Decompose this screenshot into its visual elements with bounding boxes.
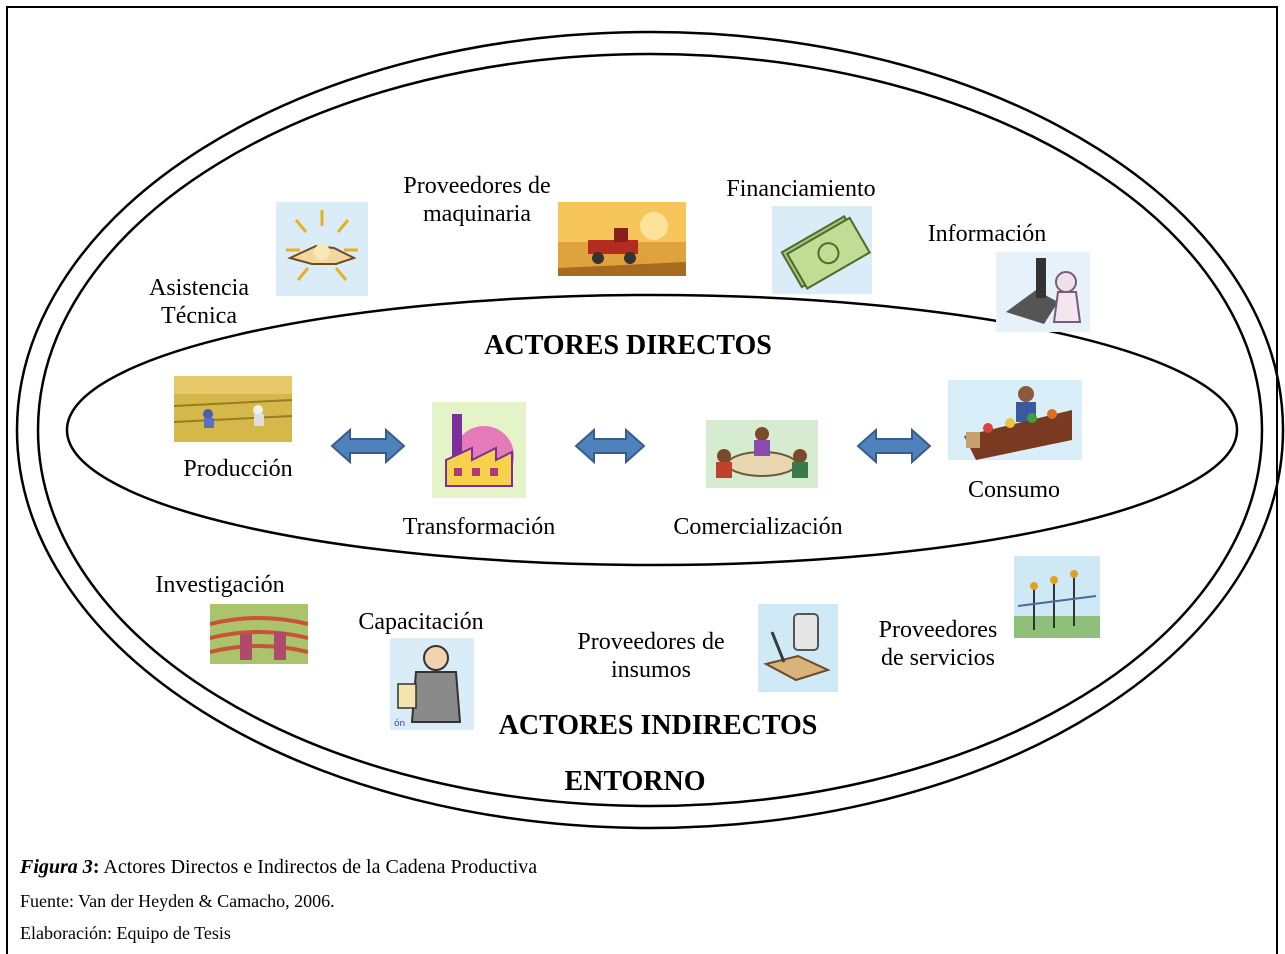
figure-caption: Figura 3: Actores Directos e Indirectos … (20, 855, 537, 879)
label-asistencia-tecnica: Asistencia Técnica (149, 275, 249, 329)
double-arrow-comercializacion-consumo (856, 427, 932, 465)
figure-source: Fuente: Van der Heyden & Camacho, 2006. (20, 891, 335, 911)
label-financiamiento: Financiamiento (726, 176, 876, 202)
figure-elaboration: Elaboración: Equipo de Tesis (20, 923, 231, 943)
double-arrow-produccion-transformacion (330, 427, 406, 465)
label-investigacion: Investigación (155, 572, 285, 598)
consumption-picture (948, 380, 1082, 460)
figure-colon: : (92, 856, 100, 878)
label-proveedores-servicios: Proveedores de servicios (878, 617, 998, 671)
information-picture (996, 252, 1090, 332)
label-proveedores-insumos: Proveedores de insumos (577, 629, 725, 683)
label-comercializacion: Comercialización (673, 514, 843, 540)
label-consumo: Consumo (967, 477, 1060, 503)
figure-label: Figura 3 (20, 856, 93, 878)
svg-text:ón: ón (394, 718, 405, 729)
entorno-ellipse (15, 30, 1285, 830)
label-actores-directos: ACTORES DIRECTOS (484, 330, 772, 361)
label-actores-indirectos: ACTORES INDIRECTOS (498, 710, 818, 741)
machinery-picture (558, 202, 686, 276)
indirect-actors-ellipse (36, 52, 1264, 808)
label-capacitacion: Capacitación (358, 609, 484, 635)
services-picture (1014, 556, 1100, 638)
commerce-picture (706, 420, 818, 488)
label-entorno: ENTORNO (564, 766, 706, 797)
label-informacion: Información (927, 221, 1047, 247)
label-proveedores-maquinaria: Proveedores de maquinaria (403, 173, 551, 227)
factory-picture (432, 402, 526, 498)
research-picture (210, 604, 308, 664)
figure-title: Actores Directos e Indirectos de la Cade… (99, 856, 538, 878)
label-produccion: Producción (183, 456, 293, 482)
label-transformacion: Transformación (402, 514, 556, 540)
production-picture (174, 376, 292, 442)
money-picture (772, 206, 872, 294)
supplies-picture (758, 604, 838, 692)
handshake-picture (276, 202, 368, 296)
double-arrow-transformacion-comercializacion (574, 427, 646, 465)
training-picture: ón (390, 638, 474, 730)
direct-actors-ellipse (65, 293, 1239, 567)
